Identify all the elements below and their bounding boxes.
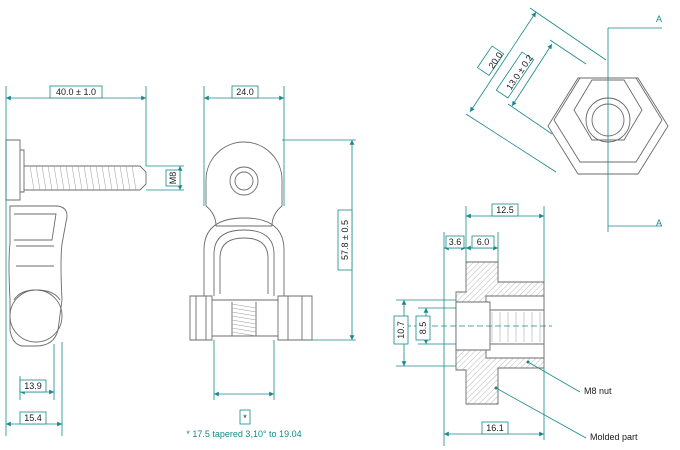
section-view: 12.5 3.6 6.0 10.7 8.5 16.1 M8 nut Molded…	[393, 203, 638, 446]
front-thread-lines	[231, 303, 257, 337]
dim-section-width: 12.5	[496, 205, 514, 215]
front-view: 24.0 57.8 ± 0.5 * * 17.5 tapered 3,10° t…	[186, 85, 356, 439]
dim-base-width-outer: 15.4	[24, 413, 42, 423]
dim-taper-marker: *	[243, 413, 247, 423]
dim-body-height: 57.8 ± 0.5	[340, 220, 350, 260]
dim-clamp-width: 24.0	[236, 87, 254, 97]
dim-insert-width: 16.1	[486, 423, 504, 433]
dim-flange-step: 3.6	[449, 237, 462, 247]
callout-nut: M8 nut	[584, 386, 612, 396]
side-view: 40.0 ± 1.0 M8 13.9 15.4	[5, 85, 184, 436]
dim-bore-depth: 6.0	[477, 237, 490, 247]
dim-bolt-length: 40.0 ± 1.0	[56, 87, 96, 97]
section-mark-bottom: A	[656, 218, 662, 228]
dim-bore-outer: 10.7	[396, 321, 406, 339]
hex-view: A A 20.0 13.0 ± 0.2	[465, 7, 669, 232]
section-mark-top: A	[656, 14, 662, 24]
side-thread-lines	[29, 165, 137, 191]
dim-bore-inner: 8.5	[418, 322, 428, 335]
dim-base-width-inner: 13.9	[24, 381, 42, 391]
callout-body: Molded part	[590, 432, 638, 442]
dim-thread: M8	[168, 172, 178, 185]
taper-note: * 17.5 tapered 3,10° to 19.04	[186, 429, 301, 439]
